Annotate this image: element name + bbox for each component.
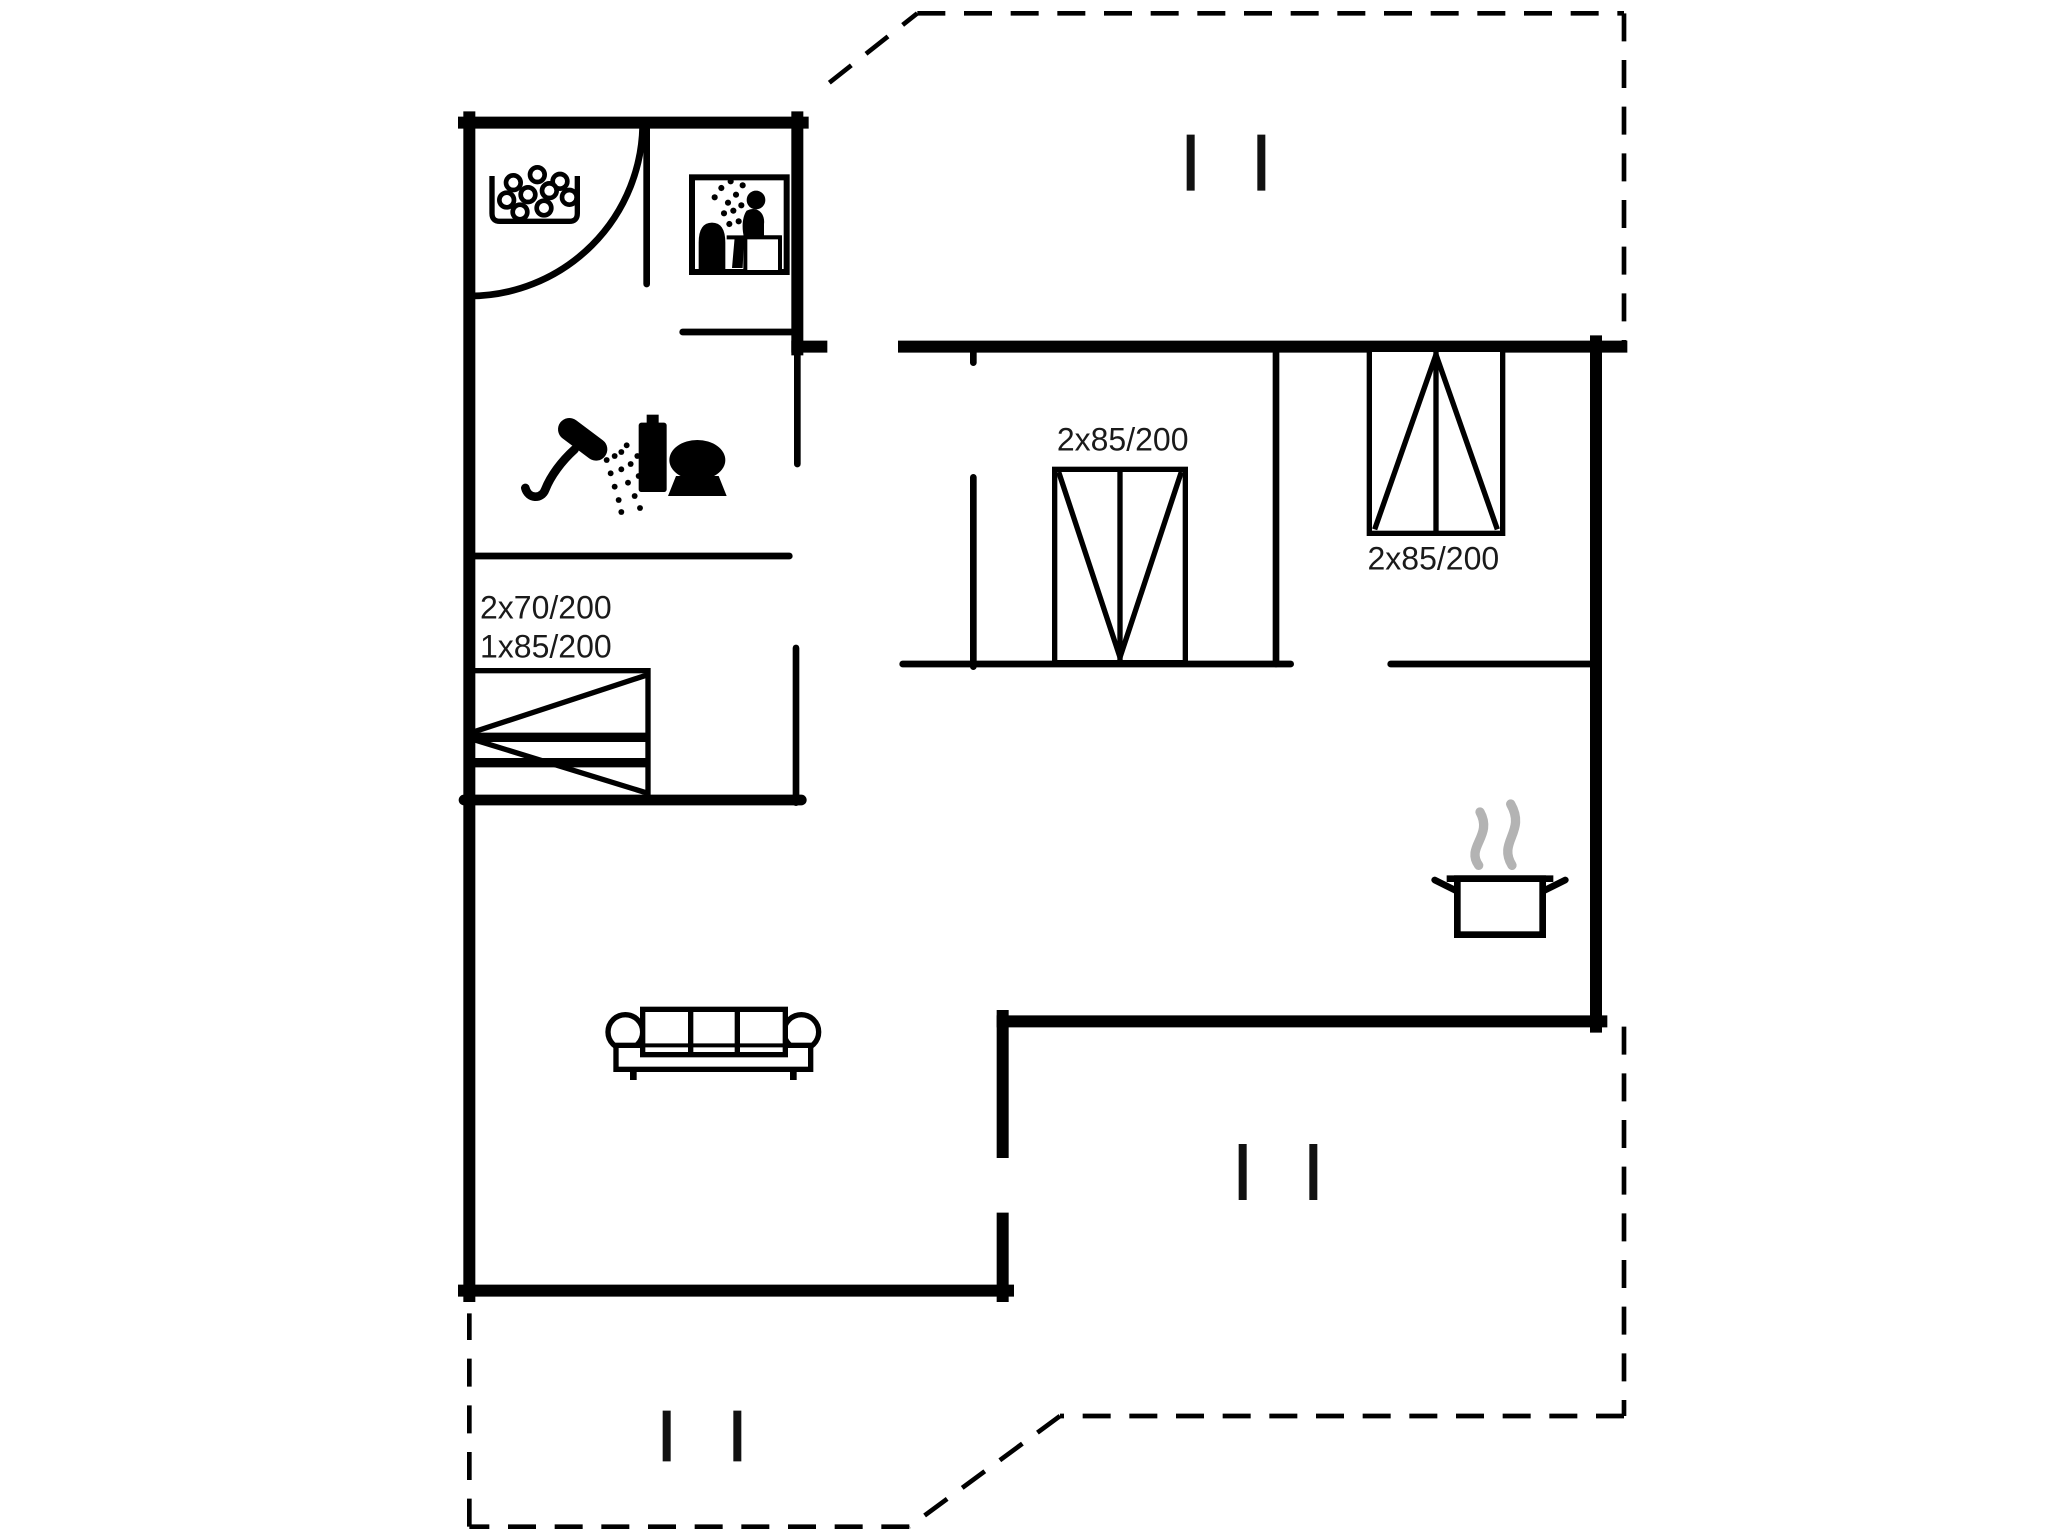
dashed-terrace-outline (467, 11, 1627, 1529)
double-bed-middle-icon (1052, 466, 1188, 666)
sofa-icon (605, 1006, 822, 1080)
sauna-stones-icon (489, 165, 580, 224)
steam-icon (1470, 799, 1521, 870)
double-bed-right-icon (1366, 346, 1506, 536)
bunk-bed-icon (466, 668, 651, 802)
exterior-walls (458, 111, 1628, 1302)
bunk-room-bed-size-line2: 1x85/200 (480, 628, 612, 664)
terrace-post-marks (662, 134, 1318, 1462)
bunk-room-bed-size-line1: 2x70/200 (480, 590, 612, 626)
toilet-icon (638, 414, 727, 496)
cooking-pot-icon (1431, 799, 1569, 938)
sauna-person-icon (688, 174, 790, 275)
shower-icon (520, 418, 659, 515)
right-bedroom-bed-size: 2x85/200 (1367, 540, 1499, 576)
middle-bedroom-bed-size: 2x85/200 (1057, 422, 1189, 458)
door-swing-arc (469, 122, 646, 300)
